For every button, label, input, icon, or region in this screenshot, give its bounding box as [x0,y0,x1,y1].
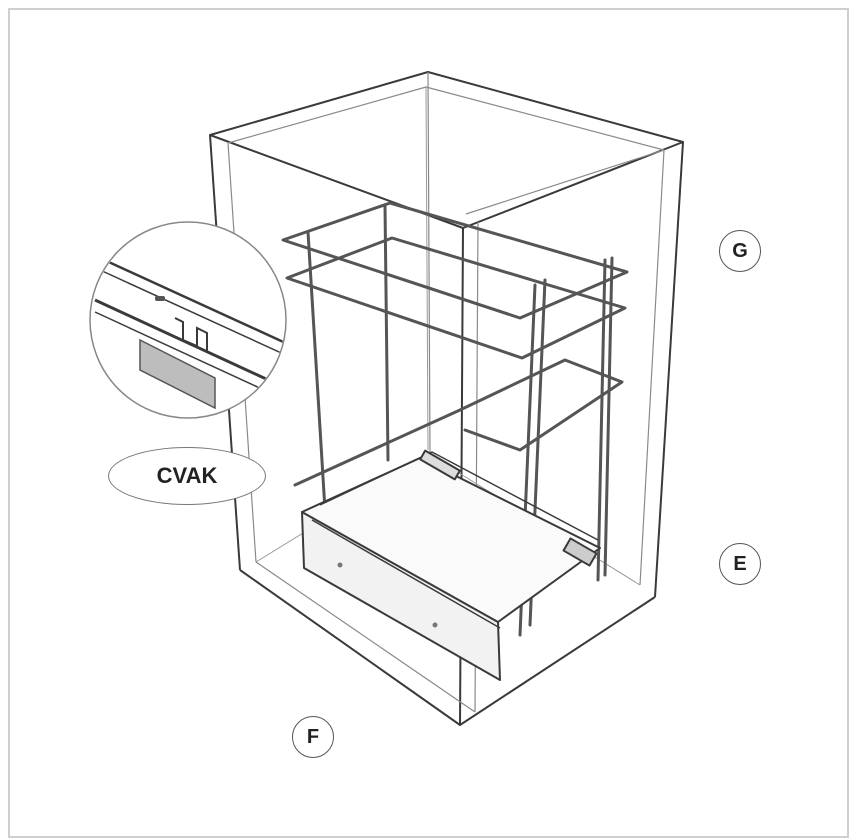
basket-upright-6 [603,256,614,577]
basket-upright-4 [596,258,607,582]
product-code-text: CVAK [156,463,218,488]
cabinet-back-edge-2 [425,86,429,451]
cabinet-bottom-front [239,569,656,726]
tray-rail [319,451,599,541]
cabinet-top-inner [227,86,665,215]
cabinet-bottom-inner-2 [255,561,476,713]
tray-rail-2 [311,519,501,629]
detail-circle [89,221,287,419]
tray-screw-1 [337,562,343,568]
upper-basket-lower-ring [285,236,627,360]
detail-clip-bracket [174,317,208,351]
cabinet-top-face [209,71,684,229]
detail-slot [155,296,165,301]
cabinet-right-inner [639,149,665,586]
detail-lever [139,338,216,410]
cabinet-back-edge [427,71,431,456]
tray-runner-left [419,449,461,481]
callout-e: E [719,543,761,585]
cabinet-right-edge [654,141,684,598]
detail-rail-2 [99,269,285,358]
basket-upright-1 [306,230,327,512]
tray-runner-right [562,537,598,567]
upper-basket-top [281,201,629,320]
detail-magnifier [89,221,287,419]
basket-upright-2 [383,203,390,462]
callout-f: F [292,716,334,758]
callout-g-letter: G [732,239,748,262]
callout-g: G [719,230,761,272]
callout-e-letter: E [733,552,747,575]
drawer-tray [301,449,601,681]
detail-rail-1 [99,256,285,347]
tray-screw-2 [432,622,438,628]
lower-basket-ring [293,358,624,487]
callout-f-letter: F [306,725,320,748]
detail-rail-4 [94,311,285,403]
product-code-label: CVAK [108,447,266,505]
